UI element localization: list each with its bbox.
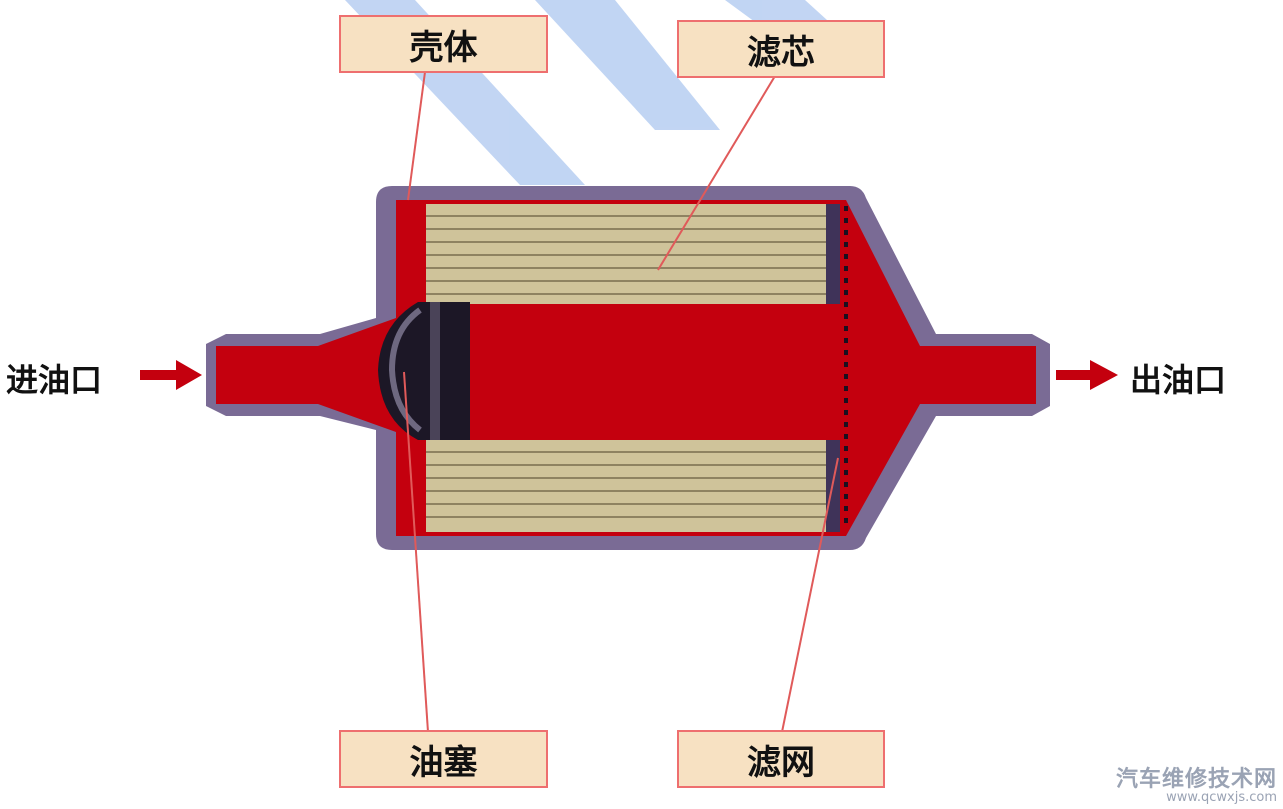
leader-line-filter-element (657, 75, 776, 271)
element-end-cap-upper (826, 204, 840, 304)
label-plug: 油塞 (339, 730, 548, 788)
leader-line-housing (407, 71, 426, 201)
label-filter-element: 滤芯 (677, 20, 885, 78)
label-screen: 滤网 (677, 730, 885, 788)
watermark-url: www.qcwxjs.com (1166, 790, 1277, 806)
outlet-label: 出油口 (1130, 361, 1227, 399)
inlet-arrow (140, 360, 202, 390)
label-housing: 壳体 (339, 15, 548, 73)
inlet-label: 进油口 (6, 361, 103, 399)
leader-line-screen (781, 457, 839, 733)
filter-element-upper (426, 204, 828, 304)
watermark-name: 汽车维修技术网 (1115, 767, 1277, 793)
outlet-arrow (1056, 360, 1118, 390)
watermark: 汽车维修技术网 www.qcwxjs.com (1116, 768, 1277, 805)
filter-element-lower (426, 440, 828, 532)
leader-line-plug (403, 371, 429, 733)
